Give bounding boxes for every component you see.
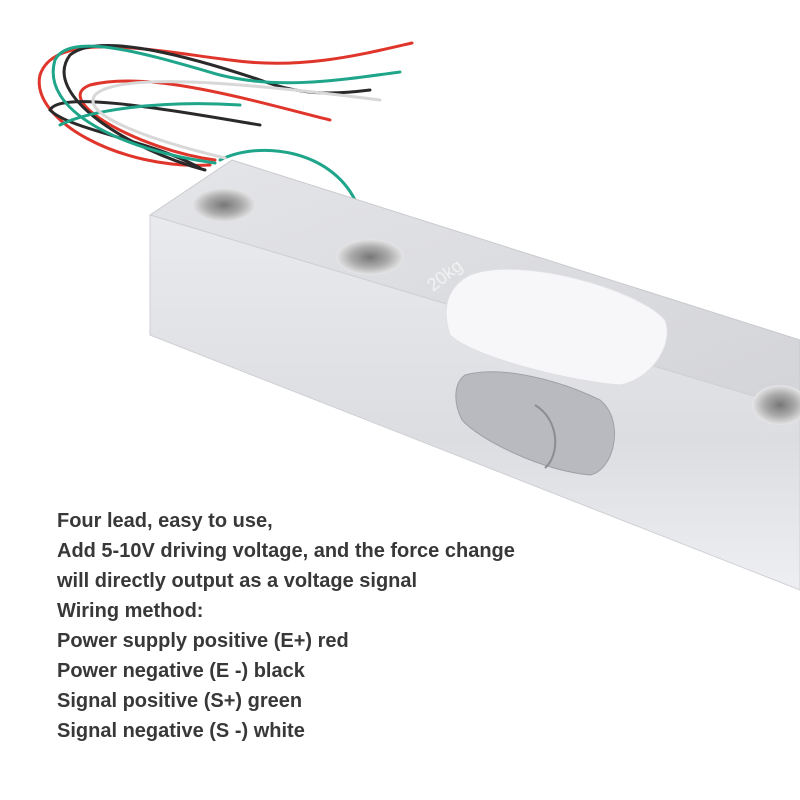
wiring-black: Power negative (E -) black: [57, 660, 305, 682]
wiring-white: Signal negative (S -) white: [57, 720, 305, 742]
wiring-red: Power supply positive (E+) red: [57, 630, 349, 652]
mounting-hole-icon: [336, 239, 404, 275]
wiring-green: Signal positive (S+) green: [57, 690, 303, 712]
strain-gauge-cover: [445, 268, 668, 386]
wiring-heading: Wiring method:: [57, 600, 204, 622]
mounting-hole-icon: [752, 385, 800, 425]
wire-bundle: [37, 41, 414, 202]
product-description: Four lead, easy to use, Add 5-10V drivin…: [57, 506, 515, 746]
bending-slot: [455, 371, 615, 476]
wire-red-2: [78, 79, 332, 162]
wire-white: [91, 80, 382, 160]
wire-black-2: [48, 100, 262, 170]
wire-green-2: [51, 44, 402, 165]
caption-line: Add 5-10V driving voltage, and the force…: [57, 540, 515, 562]
wire-black: [62, 44, 372, 172]
wire-green-3: [58, 102, 242, 127]
mounting-hole-icon: [192, 188, 256, 222]
caption-line: will directly output as a voltage signal: [57, 570, 418, 592]
caption-line: Four lead, easy to use,: [57, 510, 273, 532]
wire-green: [218, 148, 357, 202]
